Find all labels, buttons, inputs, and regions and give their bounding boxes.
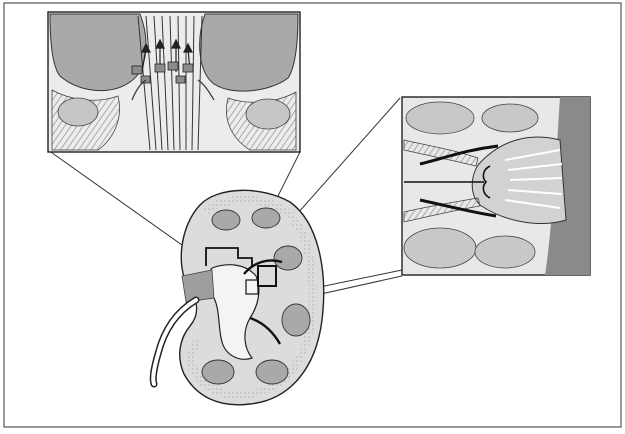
calyx-lobe — [406, 102, 474, 134]
renal-pyramid — [212, 210, 240, 230]
renal-pyramid — [282, 304, 310, 336]
minor-calyx-lobe — [58, 98, 98, 126]
renal-pyramid-right — [200, 14, 298, 91]
calyx-lobe — [475, 236, 535, 268]
renal-pyramid-left — [50, 14, 146, 91]
calyx-lobe — [482, 104, 538, 132]
renal-pyramid — [256, 360, 288, 384]
renal-pyramid — [252, 208, 280, 228]
calyx-lobe — [404, 228, 476, 268]
minor-calyx-lobe — [246, 99, 290, 129]
renal-pyramid — [202, 360, 234, 384]
fornix-detail-inset — [402, 97, 590, 275]
renal-pyramid — [274, 246, 302, 270]
papilla-detail-inset — [48, 12, 300, 152]
